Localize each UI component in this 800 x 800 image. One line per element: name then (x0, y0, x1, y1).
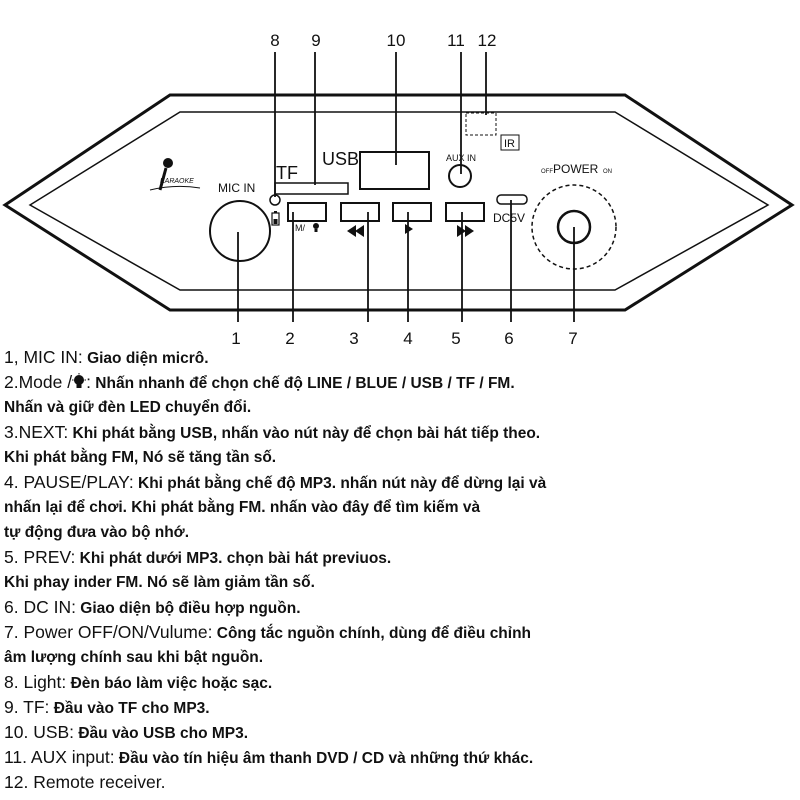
legend-line: 2.Mode /: Nhấn nhanh để chọn chế độ LINE… (4, 370, 796, 395)
legend-desc: Khi phát bằng FM, Nó sẽ tăng tần số. (4, 449, 277, 466)
legend-desc: Giao diện bộ điều hợp nguồn. (75, 600, 301, 617)
legend-term: 12. Remote receiver. (4, 772, 166, 792)
legend-term: 10. USB: (4, 722, 75, 742)
legend-line: tự động đưa vào bộ nhớ. (4, 520, 796, 545)
legend-term: 11. AUX input: (4, 747, 115, 767)
usb-port[interactable] (359, 151, 430, 190)
callout-1: 1 (231, 329, 240, 345)
power-on-label: ON (603, 169, 612, 175)
legend-term: 5. PREV: (4, 547, 76, 567)
mode-button[interactable] (287, 202, 327, 222)
legend-line: âm lượng chính sau khi bật nguồn. (4, 645, 796, 670)
ir-label: IR (504, 138, 515, 150)
legend-desc: tự động đưa vào bộ nhớ. (4, 524, 190, 541)
legend-line: 1, MIC IN: Giao diện micrô. (4, 345, 796, 370)
legend-line: 3.NEXT: Khi phát bằng USB, nhấn vào nút … (4, 420, 796, 445)
callout-11: 11 (447, 31, 465, 50)
legend-line: nhấn lại để chơi. Khi phát bằng FM. nhấn… (4, 495, 796, 520)
callout-12: 12 (478, 31, 497, 50)
aux-in-jack[interactable] (448, 164, 472, 188)
legend-term: 7. Power OFF/ON/Vulume: (4, 622, 213, 642)
callout-5: 5 (451, 329, 460, 345)
legend-line: Nhấn và giữ đèn LED chuyển đổi. (4, 395, 796, 420)
legend-line: Khi phay inder FM. Nó sẽ làm giảm tần số… (4, 570, 796, 595)
callout-10: 10 (387, 31, 406, 50)
callout-8: 8 (270, 31, 279, 50)
tf-card-slot[interactable] (274, 182, 349, 195)
remote-receiver-window (465, 112, 497, 136)
legend-desc: Giao diện micrô. (82, 350, 209, 367)
callout-7: 7 (568, 329, 577, 345)
play-pause-button[interactable] (392, 202, 432, 222)
legend-desc: Khi phát bằng chế độ MP3. nhấn nút này đ… (133, 475, 547, 492)
bulb-icon (72, 373, 87, 388)
mic-in-jack[interactable] (209, 200, 271, 262)
dc5v-label: DC5V (493, 211, 525, 225)
legend-line: Khi phát bằng FM, Nó sẽ tăng tần số. (4, 445, 796, 470)
legend-desc: Đầu vào USB cho MP3. (74, 725, 249, 742)
legend-desc: Nhấn và giữ đèn LED chuyển đổi. (4, 399, 252, 416)
legend-term: 6. DC IN: (4, 597, 76, 617)
legend-term-colon: : (86, 372, 91, 392)
legend-line: 10. USB: Đầu vào USB cho MP3. (4, 720, 796, 745)
control-panel-diagram: KARAOKE MIC IN TF USB IR AUX IN DC5V OFF… (2, 31, 795, 345)
callout-3: 3 (349, 329, 358, 345)
legend-line: 12. Remote receiver. (4, 770, 796, 795)
power-label: POWER (553, 162, 599, 176)
legend-desc: âm lượng chính sau khi bật nguồn. (4, 649, 264, 666)
leader-lines (237, 52, 575, 322)
legend-desc: nhấn lại để chơi. Khi phát bằng FM. nhấn… (4, 499, 481, 516)
play-icon (405, 224, 413, 234)
legend-line: 7. Power OFF/ON/Vulume: Công tắc nguồn c… (4, 620, 796, 645)
karaoke-logo (149, 158, 201, 191)
legend-term: 2.Mode / (4, 372, 73, 392)
callout-2: 2 (285, 329, 294, 345)
legend-line: 8. Light: Đèn báo làm việc hoặc sạc. (4, 670, 796, 695)
usb-label: USB (322, 149, 359, 169)
dc-in-port[interactable] (496, 194, 528, 205)
tf-label: TF (276, 163, 298, 183)
legend-desc: Đầu vào TF cho MP3. (49, 700, 210, 717)
panel-inner-outline (28, 111, 770, 291)
legend-desc: Khi phát bằng USB, nhấn vào nút này để c… (68, 425, 541, 442)
power-off-label: OFF (541, 169, 553, 175)
callout-4: 4 (403, 329, 412, 345)
prev-button[interactable] (340, 202, 380, 222)
legend-desc: Nhấn nhanh để chọn chế độ LINE / BLUE / … (90, 375, 515, 392)
next-button[interactable] (445, 202, 485, 222)
legend-line: 6. DC IN: Giao diện bộ điều hợp nguồn. (4, 595, 796, 620)
fast-forward-icon (457, 225, 474, 237)
legend-term: 8. Light: (4, 672, 67, 692)
rewind-icon (347, 225, 364, 237)
legend-line: 9. TF: Đầu vào TF cho MP3. (4, 695, 796, 720)
ir-box (500, 134, 520, 151)
legend-desc: Khi phát dưới MP3. chọn bài hát previuos… (75, 550, 392, 567)
battery-icon (271, 211, 280, 226)
legend-term: 4. PAUSE/PLAY: (4, 472, 134, 492)
callout-9: 9 (311, 31, 320, 50)
legend-desc: Đầu vào tín hiệu âm thanh DVD / CD và nh… (114, 750, 534, 767)
legend-line: 11. AUX input: Đầu vào tín hiệu âm thanh… (4, 745, 796, 770)
legend-desc: Đèn báo làm việc hoặc sạc. (66, 675, 273, 692)
mode-button-label: M/ (295, 223, 305, 233)
panel-outline (2, 93, 795, 312)
mic-in-label: MIC IN (218, 181, 255, 195)
legend-term: 9. TF: (4, 697, 50, 717)
bulb-small-icon (313, 223, 319, 232)
legend: 1, MIC IN: Giao diện micrô. 2.Mode /: Nh… (4, 345, 796, 795)
legend-term: 1, MIC IN: (4, 347, 83, 367)
karaoke-label: KARAOKE (160, 178, 194, 185)
legend-desc: Khi phay inder FM. Nó sẽ làm giảm tần số… (4, 574, 315, 591)
legend-desc: Công tắc nguồn chính, dùng để điều chỉnh (212, 625, 532, 642)
legend-line: 5. PREV: Khi phát dưới MP3. chọn bài hát… (4, 545, 796, 570)
legend-line: 4. PAUSE/PLAY: Khi phát bằng chế độ MP3.… (4, 470, 796, 495)
legend-term: 3.NEXT: (4, 422, 69, 442)
callout-6: 6 (504, 329, 513, 345)
